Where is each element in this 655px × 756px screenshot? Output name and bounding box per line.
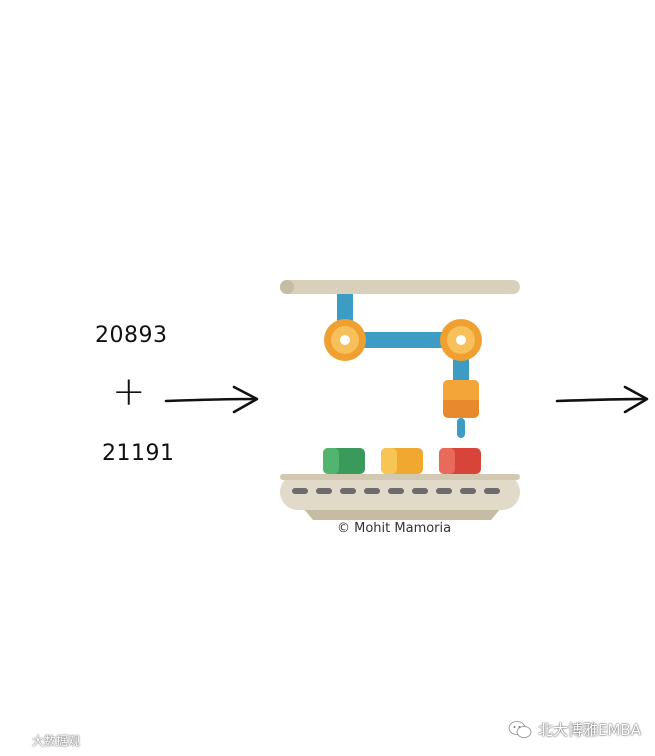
- green-block: [323, 448, 365, 474]
- red-block: [439, 448, 481, 474]
- watermark-left-text: 大数据观: [32, 734, 81, 748]
- output-arrow-icon: [555, 385, 649, 414]
- joint-right-icon: [440, 319, 482, 361]
- gripper-icon: [443, 380, 479, 438]
- arm-horizontal-segment: [345, 332, 463, 348]
- plus-sign: +: [112, 369, 146, 415]
- conveyor-belt: [280, 474, 520, 520]
- wechat-icon: [508, 720, 532, 738]
- copyright-credit: © Mohit Mamoria: [337, 521, 452, 536]
- input-arrow-icon: [164, 385, 259, 414]
- joint-left-icon: [324, 319, 366, 361]
- watermark-left: 大数据观: [8, 732, 80, 749]
- top-rail: [280, 280, 520, 294]
- yellow-block: [381, 448, 423, 474]
- watermark-right: 北大博雅EMBA: [508, 719, 641, 740]
- input-number-bottom: 21191: [102, 441, 175, 466]
- factory-robot-illustration: [280, 280, 520, 520]
- logo-icon: [8, 734, 28, 747]
- watermark-right-text: 北大博雅EMBA: [538, 721, 641, 739]
- input-number-top: 20893: [95, 323, 168, 348]
